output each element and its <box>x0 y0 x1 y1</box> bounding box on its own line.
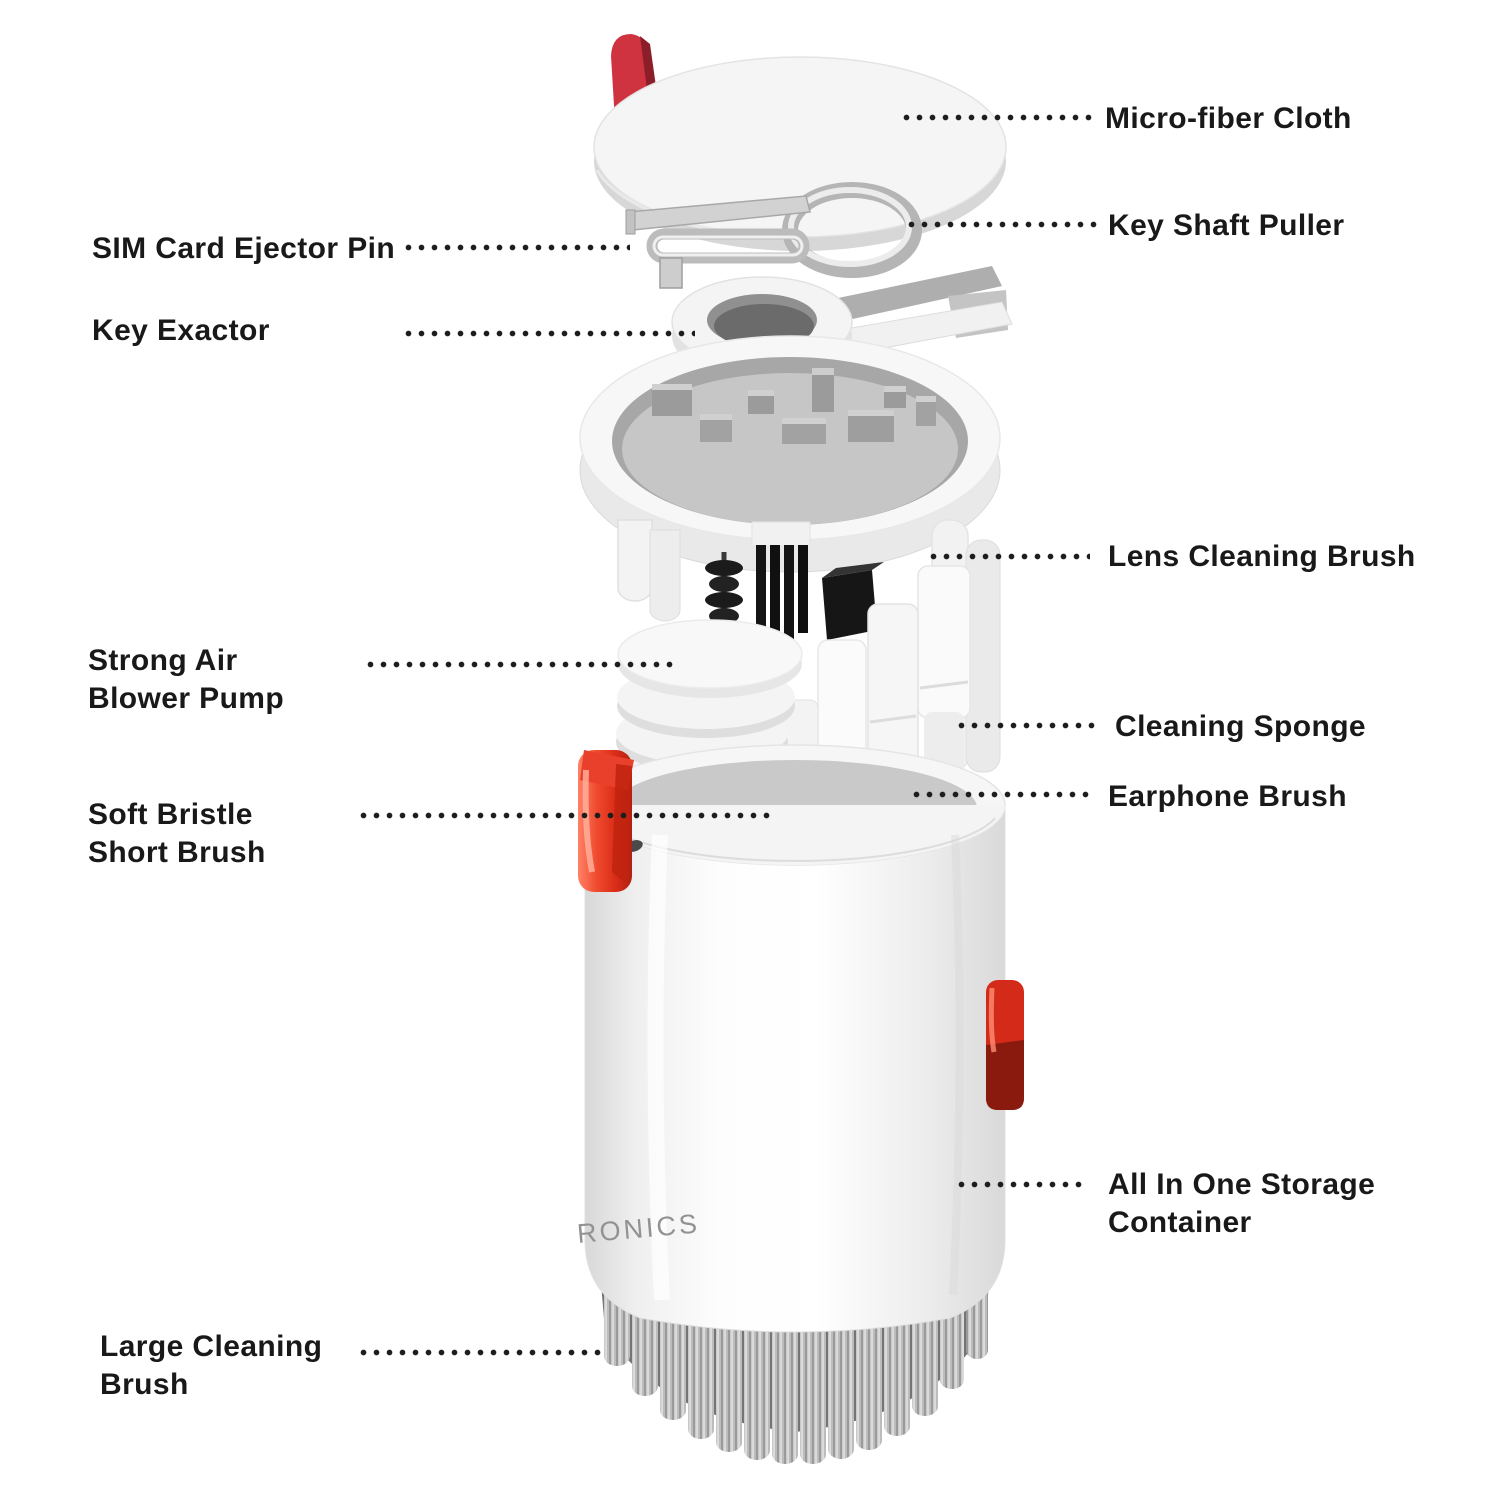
right-latch-button <box>986 980 1024 1110</box>
leader-key-exactor <box>405 330 695 337</box>
leader-soft-bristle-short-brush <box>360 812 775 819</box>
leader-lens-cleaning-brush <box>930 553 1090 560</box>
key-extractor-tool <box>671 266 1013 381</box>
sponge-block <box>822 562 884 640</box>
label-soft-bristle-short-brush: Soft Bristle Short Brush <box>88 798 266 869</box>
flat-detail-brush <box>751 521 811 642</box>
label-key-shaft-puller: Key Shaft Puller <box>1108 209 1345 242</box>
left-latch-button <box>578 750 634 892</box>
leader-cleaning-sponge <box>958 722 1096 729</box>
earphone-brush-pen <box>867 603 919 767</box>
tray-pegs <box>652 368 936 444</box>
parts-tray <box>579 335 1001 573</box>
storage-container: RONICS <box>576 744 1006 1333</box>
leader-earphone-brush <box>913 791 1095 798</box>
leader-key-shaft-puller <box>908 221 1098 228</box>
label-strong-air-blower-pump: Strong Air Blower Pump <box>88 644 285 715</box>
leader-micro-fiber-cloth <box>903 114 1093 121</box>
label-large-cleaning-brush: Large Cleaning Brush <box>100 1330 323 1401</box>
label-cleaning-sponge: Cleaning Sponge <box>1115 710 1367 743</box>
leader-sim-card-ejector-pin <box>405 244 630 251</box>
label-micro-fiber-cloth: Micro-fiber Cloth <box>1105 102 1352 135</box>
leader-large-cleaning-brush <box>360 1349 605 1356</box>
leader-strong-air-blower-pump <box>367 661 677 668</box>
label-lens-cleaning-brush: Lens Cleaning Brush <box>1108 540 1416 573</box>
label-sim-card-ejector-pin: SIM Card Ejector Pin <box>92 232 396 265</box>
label-all-in-one-storage-container: All In One Storage Container <box>1108 1168 1376 1239</box>
label-earphone-brush: Earphone Brush <box>1108 780 1347 813</box>
label-key-exactor: Key Exactor <box>92 314 270 347</box>
leader-all-in-one-storage-container <box>958 1181 1084 1188</box>
key-shaft-puller-tool <box>625 182 922 289</box>
